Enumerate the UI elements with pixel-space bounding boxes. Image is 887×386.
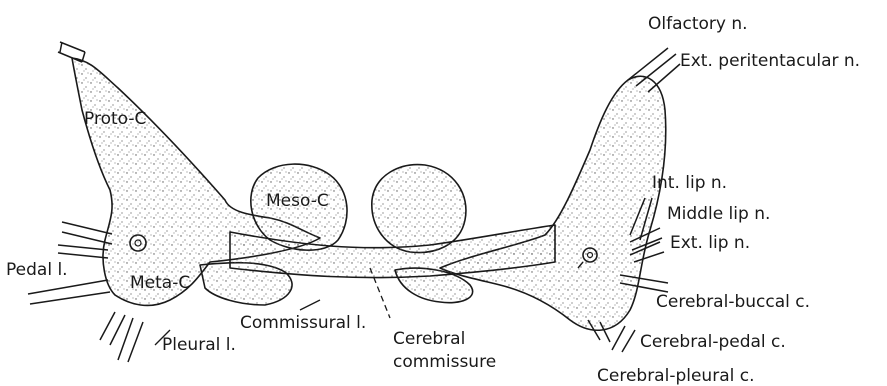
label-meta-c: Meta-C: [130, 275, 190, 292]
label-cerebral-pleural-c: Cerebral-pleural c.: [597, 368, 755, 385]
label-int-lip-n: Int. lip n.: [652, 175, 727, 192]
label-commissural-l: Commissural l.: [240, 315, 366, 332]
label-pleural-l: Pleural l.: [162, 337, 236, 354]
label-commissure: commissure: [393, 354, 496, 371]
label-cerebral-buccal-c: Cerebral-buccal c.: [656, 294, 810, 311]
label-meso-c: Meso-C: [266, 193, 329, 210]
right-meso-lobe: [372, 165, 466, 253]
label-ext-lip-n: Ext. lip n.: [670, 235, 750, 252]
label-cerebral: Cerebral: [393, 331, 465, 348]
label-ext-peritentacular-n: Ext. peritentacular n.: [680, 53, 860, 70]
label-olfactory-n: Olfactory n.: [648, 16, 748, 33]
label-middle-lip-n: Middle lip n.: [667, 206, 770, 223]
left-pedal-nerves: [28, 280, 110, 304]
leader-commissural: [300, 300, 320, 310]
label-proto-c: Proto-C: [84, 111, 146, 128]
label-cerebral-pedal-c: Cerebral-pedal c.: [640, 334, 786, 351]
right-ganglion-outline: [440, 76, 666, 330]
left-lower-nerves: [100, 312, 143, 362]
label-pedal-l: Pedal l.: [6, 262, 68, 279]
